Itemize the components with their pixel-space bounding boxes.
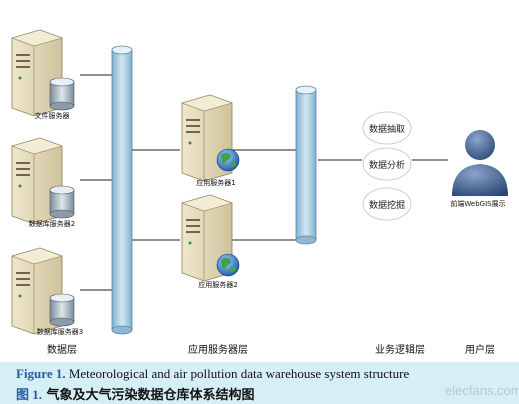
db-server-2-label: 数据库服务器2 xyxy=(28,220,76,228)
connection-lines xyxy=(80,74,448,291)
file-server-label: 文件服务器 xyxy=(34,112,70,120)
webgis-label: 前端WebGIS展示 xyxy=(450,200,506,208)
app-server-1-label: 应用服务器1 xyxy=(196,179,236,187)
caption-en-text: Meteorological and air pollution data wa… xyxy=(68,366,410,381)
analyze-node xyxy=(362,147,412,181)
db-server-3-label: 数据库服务器3 xyxy=(36,328,84,336)
data-layer-label: 数据层 xyxy=(47,345,77,356)
app-server-2 xyxy=(181,194,240,282)
watermark: elecfans.com xyxy=(445,383,519,398)
caption-zh-label: 图 1. xyxy=(16,387,43,402)
architecture-diagram xyxy=(11,29,508,335)
service-bus-pipe xyxy=(295,85,317,245)
mining-label: 数据挖掘 xyxy=(368,201,406,211)
db-server-2 xyxy=(11,137,75,225)
extract-node xyxy=(362,111,412,145)
caption-zh-text: 气象及大气污染数据仓库体系结构图 xyxy=(46,388,255,403)
app-server-1 xyxy=(181,94,240,182)
user-layer-label: 用户层 xyxy=(465,345,495,356)
data-bus-pipe xyxy=(111,45,133,335)
caption-en-label: Figure 1. xyxy=(16,366,66,381)
file-server xyxy=(11,29,75,117)
caption-zh: 图 1. 气象及大气污染数据仓库体系结构图 xyxy=(16,384,255,403)
figure-caption: Figure 1. Meteorological and air polluti… xyxy=(0,362,519,404)
db-server-3 xyxy=(11,247,75,335)
business-logic-layer-label: 业务逻辑层 xyxy=(375,345,425,356)
app-server-layer-label: 应用服务器层 xyxy=(188,345,248,356)
user-icon xyxy=(452,130,508,196)
mining-node xyxy=(362,187,412,221)
analyze-label: 数据分析 xyxy=(368,161,406,171)
extract-label: 数据抽取 xyxy=(368,125,406,135)
app-server-2-label: 应用服务器2 xyxy=(198,281,238,289)
caption-en: Figure 1. Meteorological and air polluti… xyxy=(16,366,409,382)
